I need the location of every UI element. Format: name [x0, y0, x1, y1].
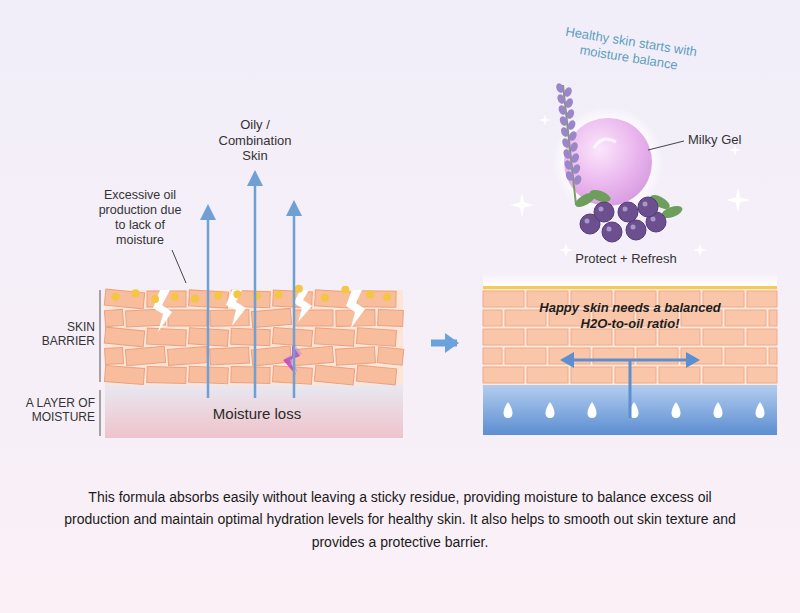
transition-arrow — [431, 340, 457, 347]
dry-skin-panel: Moisture loss — [105, 290, 403, 438]
skin-type-label: Oily / Combination Skin — [209, 117, 301, 164]
caption: This formula absorbs easily without leav… — [60, 486, 740, 553]
panel-label: Moisture loss — [174, 405, 340, 424]
balanced-skin-panel: Happy skin needs a balanced H2O-to-oil r… — [483, 286, 777, 435]
benefit-label: Protect + Refresh — [546, 251, 706, 267]
oil-callout: Excessive oil production due to lack of … — [92, 188, 188, 248]
panel-slogan: Happy skin needs a balanced H2O-to-oil r… — [530, 300, 730, 333]
ingredient-label: Milky Gel — [688, 132, 778, 148]
arc-slogan: Healthy skin starts with moisture balanc… — [539, 20, 722, 79]
layer-label: SKIN BARRIER — [23, 320, 95, 349]
layer-label: A LAYER OF MOISTURE — [11, 396, 95, 425]
